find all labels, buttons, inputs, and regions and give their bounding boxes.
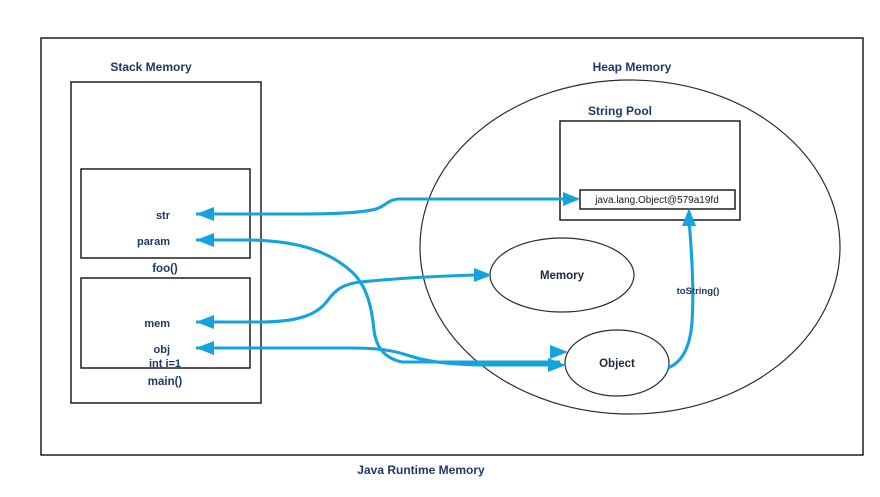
string-pool-title: String Pool: [588, 104, 652, 118]
stack-var-str: str: [156, 210, 171, 222]
heap-memory-ellipse: [419, 79, 841, 415]
stack-frame-main-label: main(): [148, 376, 183, 388]
edge-label-tostring: toString(): [677, 286, 720, 297]
stack-var-int-i: int i=1: [149, 358, 181, 370]
arrow-mem-to-memory: [196, 268, 492, 329]
string-pool-entry-label: java.lang.Object@579a19fd: [594, 195, 719, 206]
heap-memory-title: Heap Memory: [593, 60, 672, 74]
arrow-head-object-ellipse: [548, 358, 566, 372]
stack-var-mem: mem: [144, 318, 170, 330]
arrow-tostring-object-to-pool: [667, 208, 696, 370]
heap-object-memory-label: Memory: [540, 270, 585, 282]
stack-memory-title: Stack Memory: [110, 60, 192, 74]
arrow-head-string-pool-entry: [563, 192, 580, 206]
string-pool-entry-box: [579, 189, 736, 210]
stack-frame-foo-label: foo(): [152, 263, 178, 275]
arrow-head-mem: [196, 315, 214, 329]
arrow-obj-to-object: [196, 341, 566, 372]
arrow-str-to-string-pool: [196, 197, 578, 221]
stack-var-param: param: [137, 236, 170, 248]
arrow-head-tostring: [682, 208, 696, 226]
arrow-head-str: [196, 207, 214, 221]
arrow-head-obj: [196, 341, 214, 355]
arrow-head-param-into-object: [550, 345, 568, 359]
arrow-head-param: [196, 233, 214, 247]
heap-object-object-ellipse: [564, 329, 670, 397]
heap-object-object-label: Object: [599, 358, 635, 370]
arrow-head-param-into-object-group: [550, 345, 568, 359]
stack-var-obj: obj: [154, 344, 171, 356]
arrow-into-string-pool-entry: [540, 192, 580, 206]
arrow-head-memory-ellipse: [474, 268, 492, 282]
diagram-caption: Java Runtime Memory: [357, 463, 485, 477]
